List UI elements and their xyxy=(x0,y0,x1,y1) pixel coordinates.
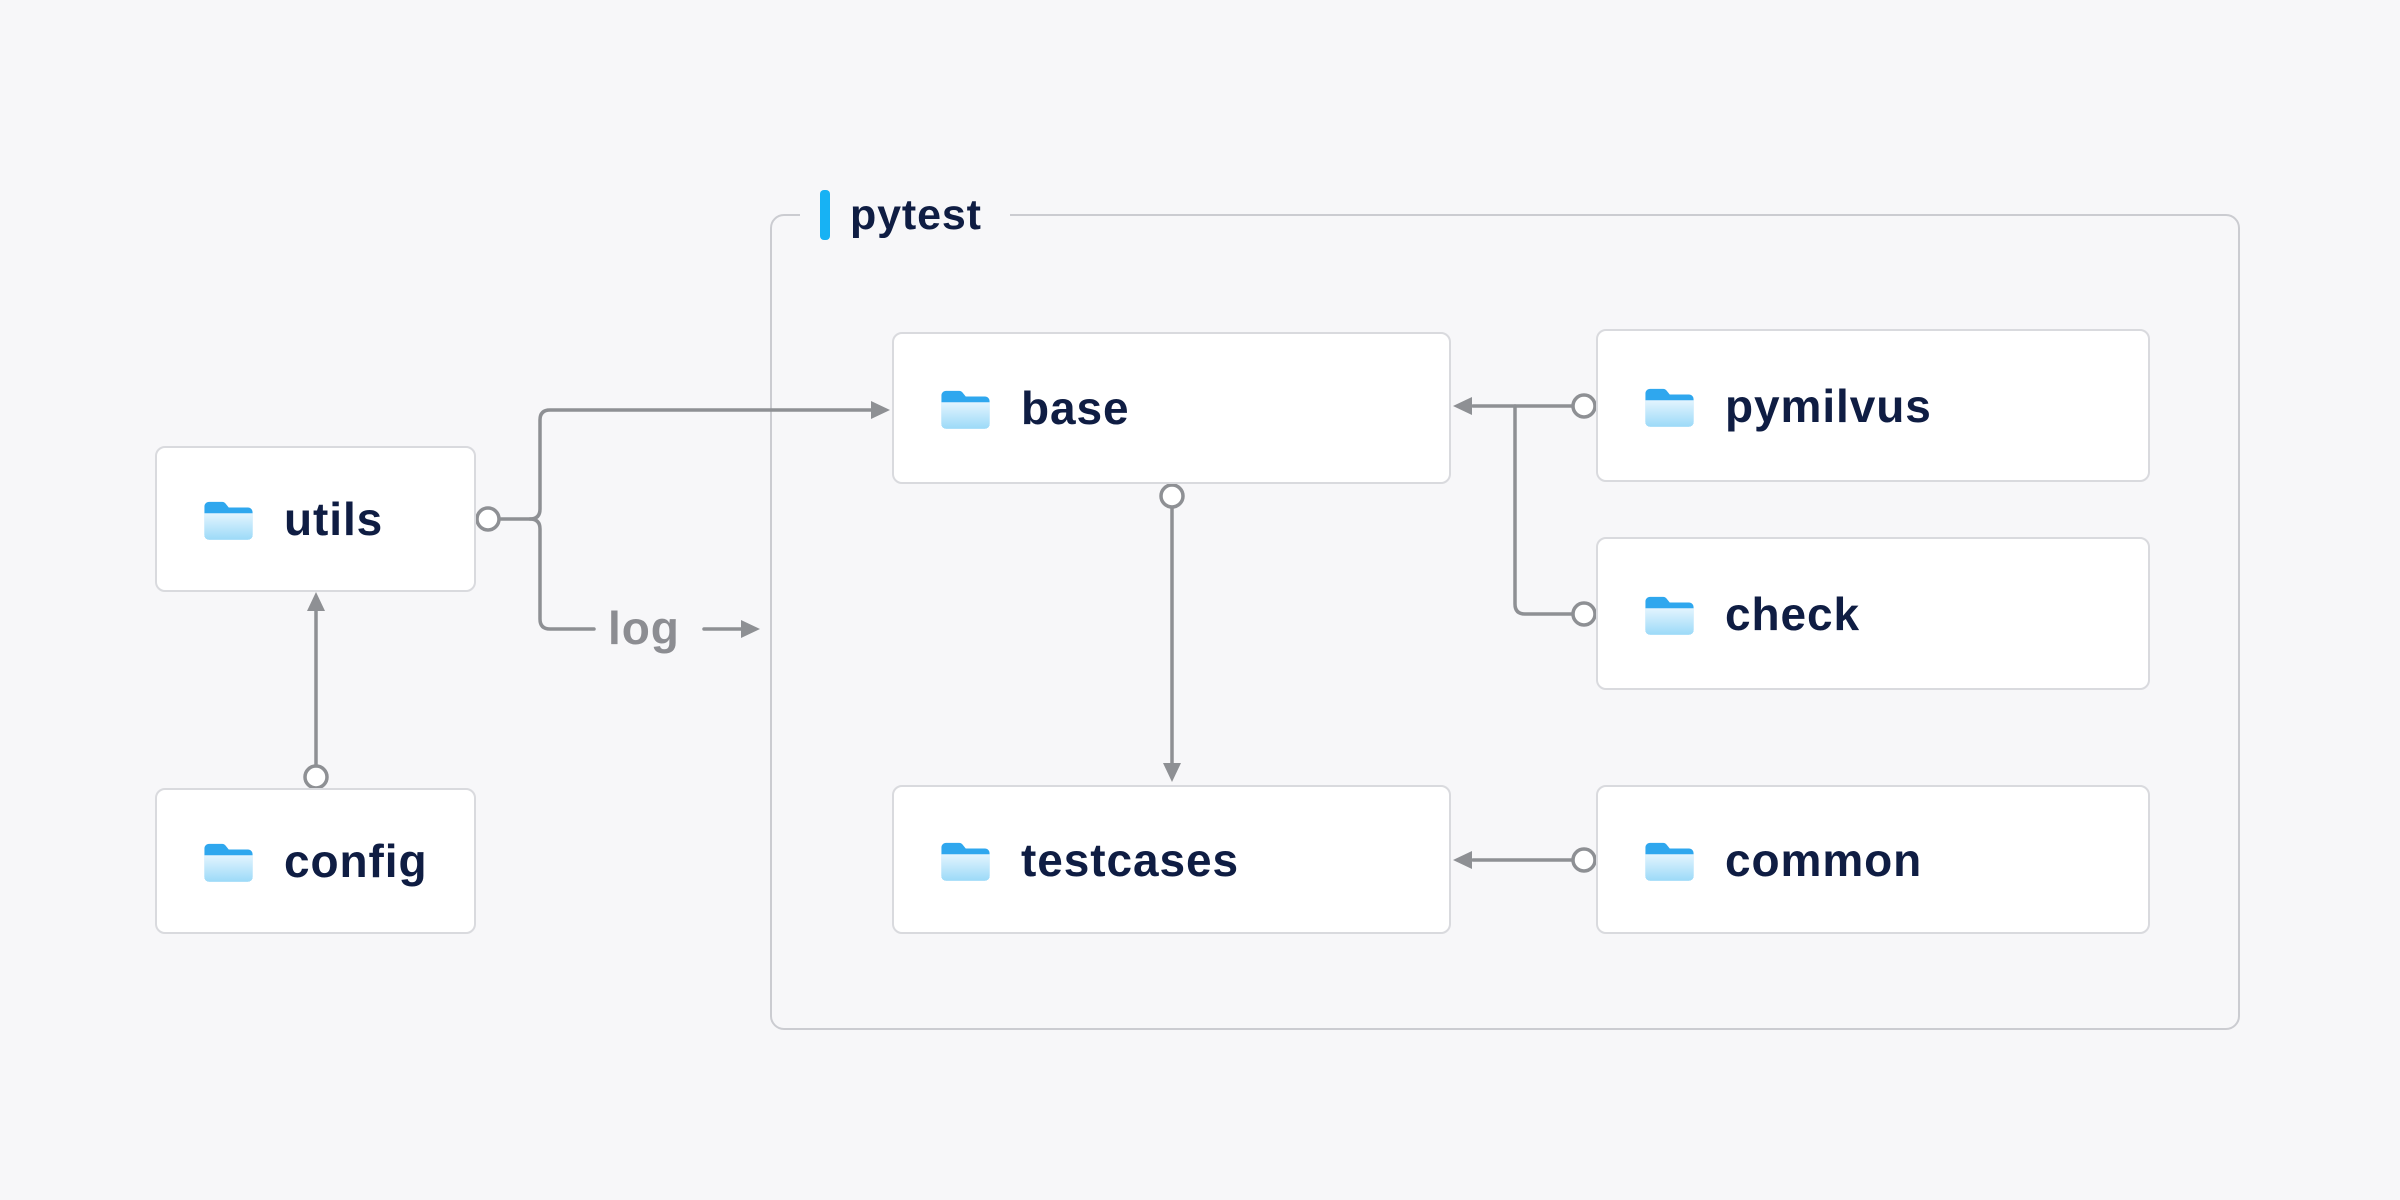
folder-icon xyxy=(201,838,256,884)
log-label: log xyxy=(608,601,680,654)
pytest-label: pytest xyxy=(800,183,1010,247)
folder-icon xyxy=(1642,383,1697,429)
folder-icon xyxy=(1642,591,1697,637)
node-label-utils: utils xyxy=(284,493,384,545)
node-utils: utils xyxy=(155,446,476,592)
accent-bar-icon xyxy=(820,190,830,240)
node-label-config: config xyxy=(284,835,428,887)
arrowhead-up-into-utils xyxy=(307,592,325,611)
pytest-container xyxy=(770,214,2240,1030)
edge-utils-log xyxy=(528,517,596,631)
node-label-common: common xyxy=(1725,833,1923,886)
node-testcases: testcases xyxy=(892,785,1451,934)
folder-icon xyxy=(938,385,993,431)
folder-icon xyxy=(1642,837,1697,883)
connector-dot-config xyxy=(303,764,329,790)
folder-icon xyxy=(938,837,993,883)
node-label-pymilvus: pymilvus xyxy=(1725,379,1932,432)
node-base: base xyxy=(892,332,1451,484)
node-check: check xyxy=(1596,537,2150,690)
connector-dot-utils xyxy=(475,506,501,532)
node-label-base: base xyxy=(1021,382,1130,434)
arrowhead-right-log xyxy=(741,620,760,638)
pytest-label-text: pytest xyxy=(850,190,982,239)
node-pymilvus: pymilvus xyxy=(1596,329,2150,482)
node-label-testcases: testcases xyxy=(1021,833,1239,886)
node-common: common xyxy=(1596,785,2150,934)
node-label-check: check xyxy=(1725,587,1861,640)
node-config: config xyxy=(155,788,476,934)
folder-icon xyxy=(201,496,256,542)
